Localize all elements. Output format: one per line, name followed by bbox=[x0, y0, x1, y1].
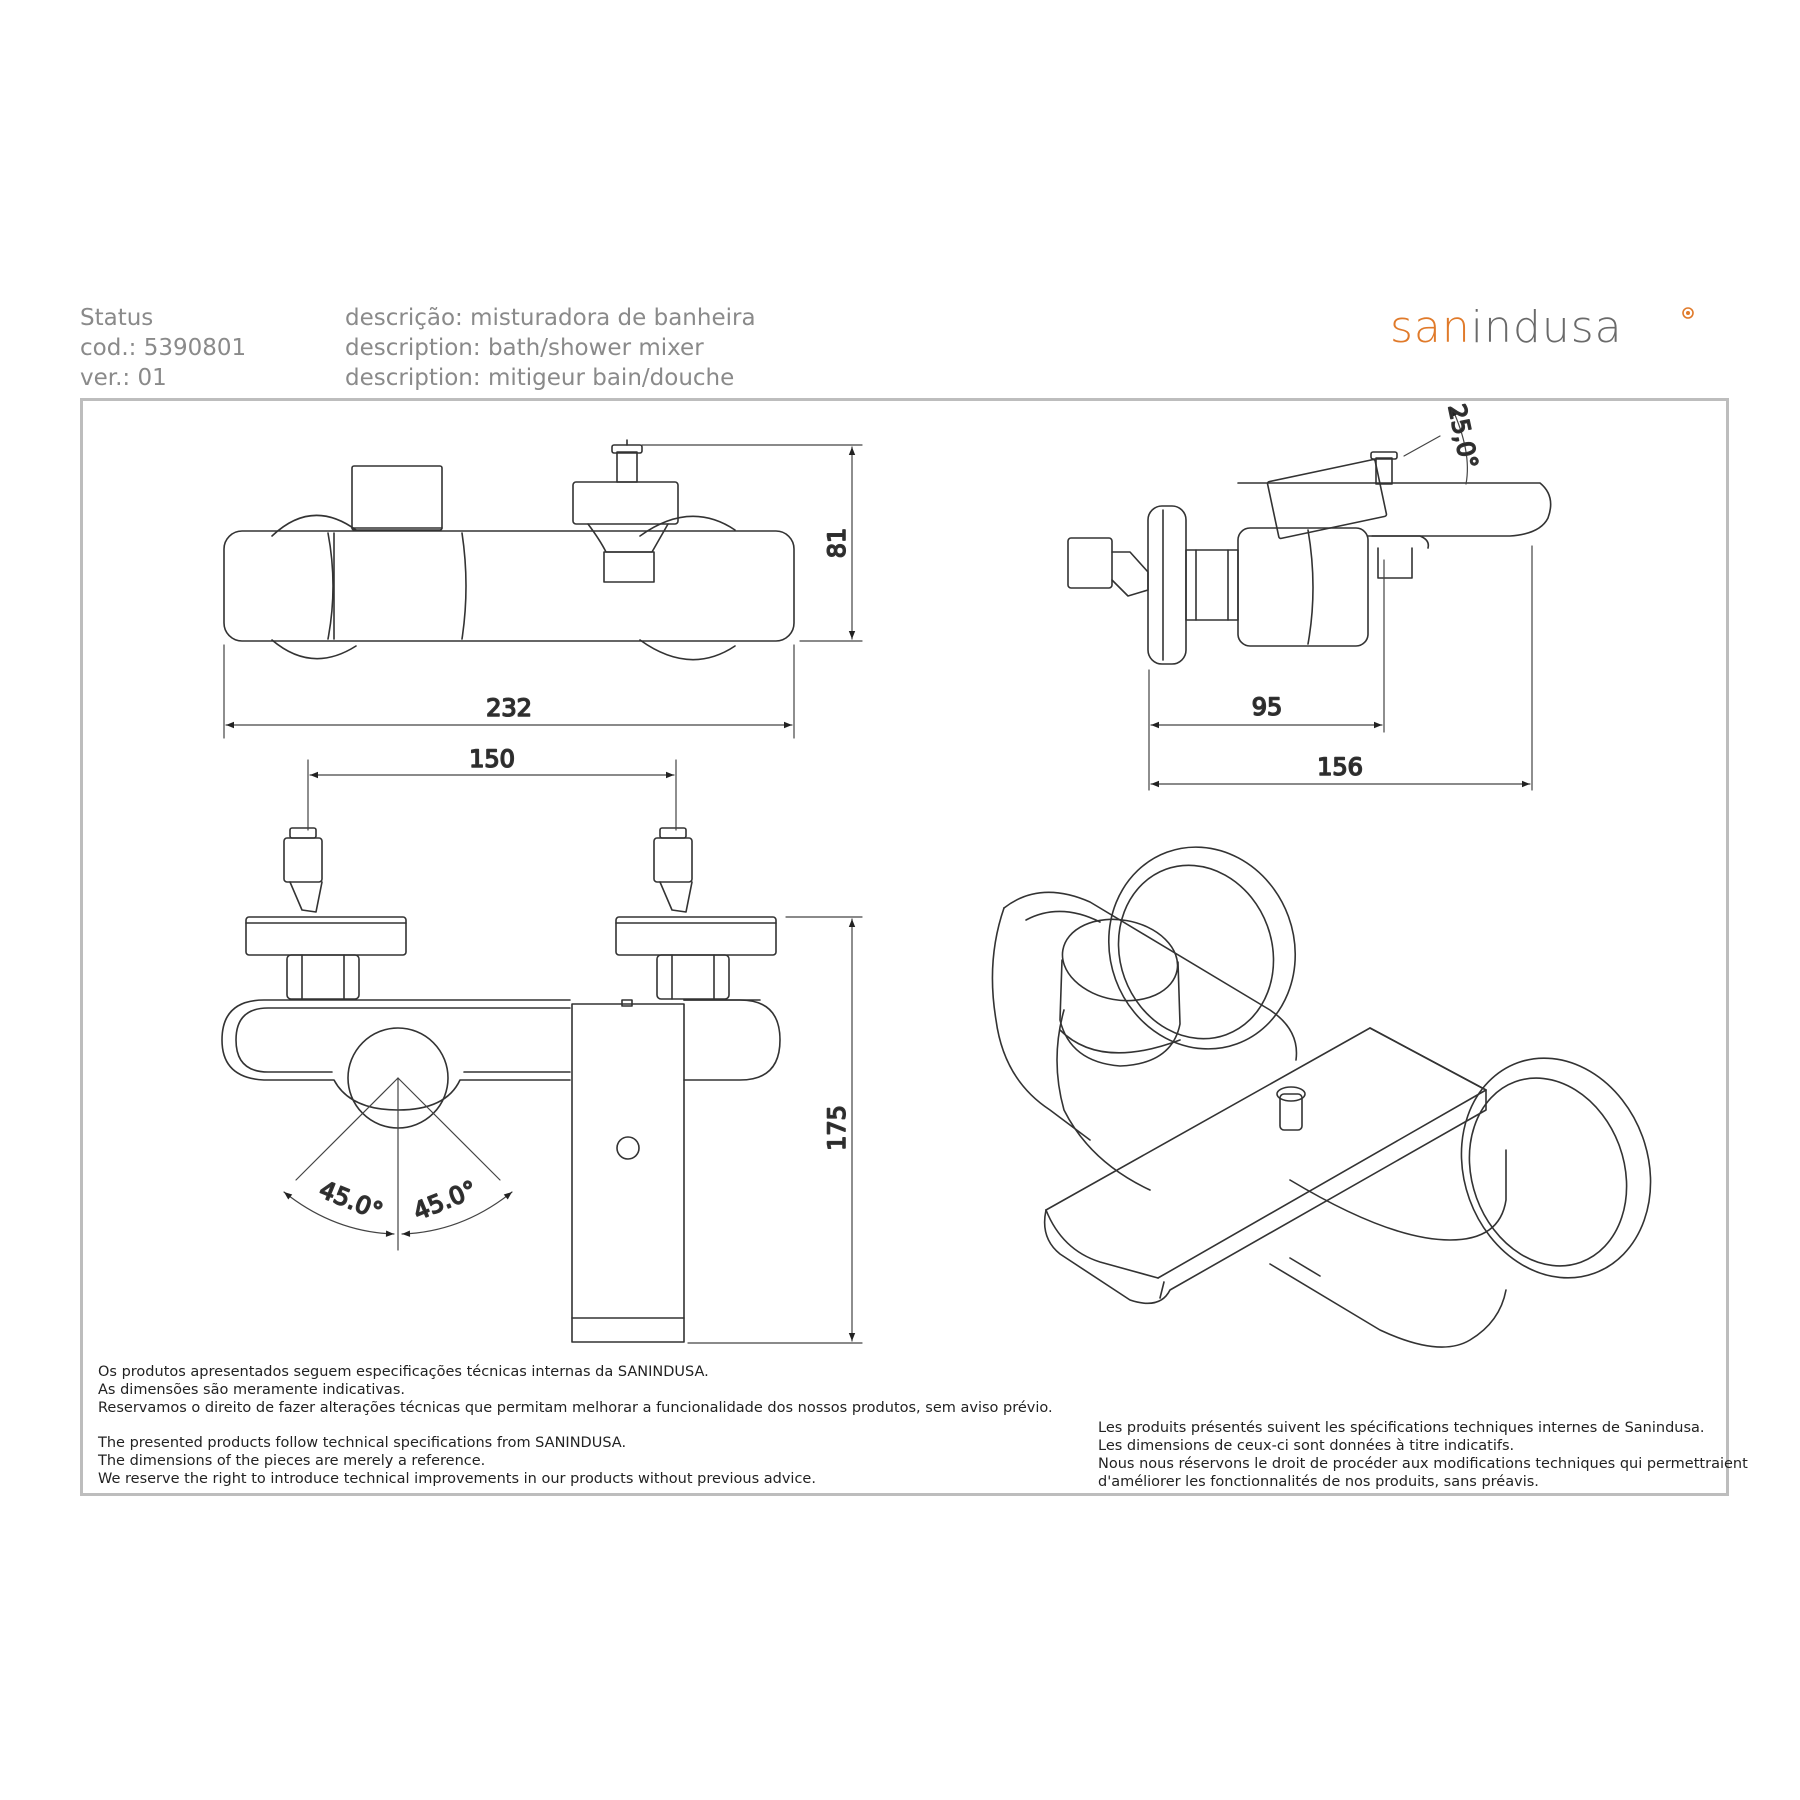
product-version: ver.: 01 bbox=[80, 365, 167, 391]
product-code: cod.: 5390801 bbox=[80, 335, 247, 361]
note-en-line: The presented products follow technical … bbox=[98, 1435, 627, 1451]
header-descriptions: descrição: misturadora de banheira descr… bbox=[345, 303, 756, 393]
note-en-line: We reserve the right to introduce techni… bbox=[98, 1471, 816, 1487]
dim-inlet-spacing: 150 bbox=[469, 745, 515, 773]
note-fr-line: Nous nous réservons le droit de procéder… bbox=[1098, 1456, 1748, 1472]
note-portuguese: Os produtos apresentados seguem especifi… bbox=[98, 1363, 1053, 1417]
status-label: Status bbox=[80, 305, 154, 331]
note-fr-line: Les dimensions de ceux-ci sont données à… bbox=[1098, 1438, 1515, 1454]
note-pt-line: Os produtos apresentados seguem especifi… bbox=[98, 1364, 709, 1380]
logo-mark-icon bbox=[1682, 307, 1694, 319]
logo-part-indusa: indusa bbox=[1470, 302, 1623, 353]
isometric-view bbox=[991, 846, 1652, 1348]
dim-top-height: 81 bbox=[823, 528, 851, 559]
dim-top-width: 232 bbox=[486, 694, 532, 722]
top-view-dimensions bbox=[223, 444, 863, 739]
drawing-frame bbox=[80, 398, 1729, 1496]
header-left: Status cod.: 5390801 ver.: 01 bbox=[80, 303, 246, 393]
side-view bbox=[1067, 451, 1552, 665]
note-en-line: The dimensions of the pieces are merely … bbox=[98, 1453, 486, 1469]
logo-part-san: san bbox=[1390, 302, 1471, 353]
sanindusa-logo: sanindusa bbox=[1390, 302, 1623, 353]
note-pt-line: Reservamos o direito de fazer alterações… bbox=[98, 1400, 1053, 1416]
description-fr: description: mitigeur bain/douche bbox=[345, 365, 735, 391]
note-english: The presented products follow technical … bbox=[98, 1434, 816, 1488]
dim-side-angle: 25,0° bbox=[1442, 401, 1483, 471]
note-fr-line: d'améliorer les fonctionnalités de nos p… bbox=[1098, 1474, 1539, 1490]
front-view bbox=[221, 827, 781, 1343]
top-view bbox=[223, 439, 795, 661]
front-view-dimensions bbox=[283, 759, 863, 1344]
dim-side-depth-long: 156 bbox=[1317, 753, 1363, 781]
description-en: description: bath/shower mixer bbox=[345, 335, 704, 361]
side-view-dimensions bbox=[1148, 407, 1533, 791]
note-french: Les produits présentés suivent les spéci… bbox=[1098, 1419, 1748, 1491]
description-pt: descrição: misturadora de banheira bbox=[345, 305, 756, 331]
dim-front-height: 175 bbox=[823, 1105, 851, 1151]
note-fr-line: Les produits présentés suivent les spéci… bbox=[1098, 1420, 1705, 1436]
note-pt-line: As dimensões são meramente indicativas. bbox=[98, 1382, 405, 1398]
dim-side-depth-short: 95 bbox=[1252, 693, 1283, 721]
